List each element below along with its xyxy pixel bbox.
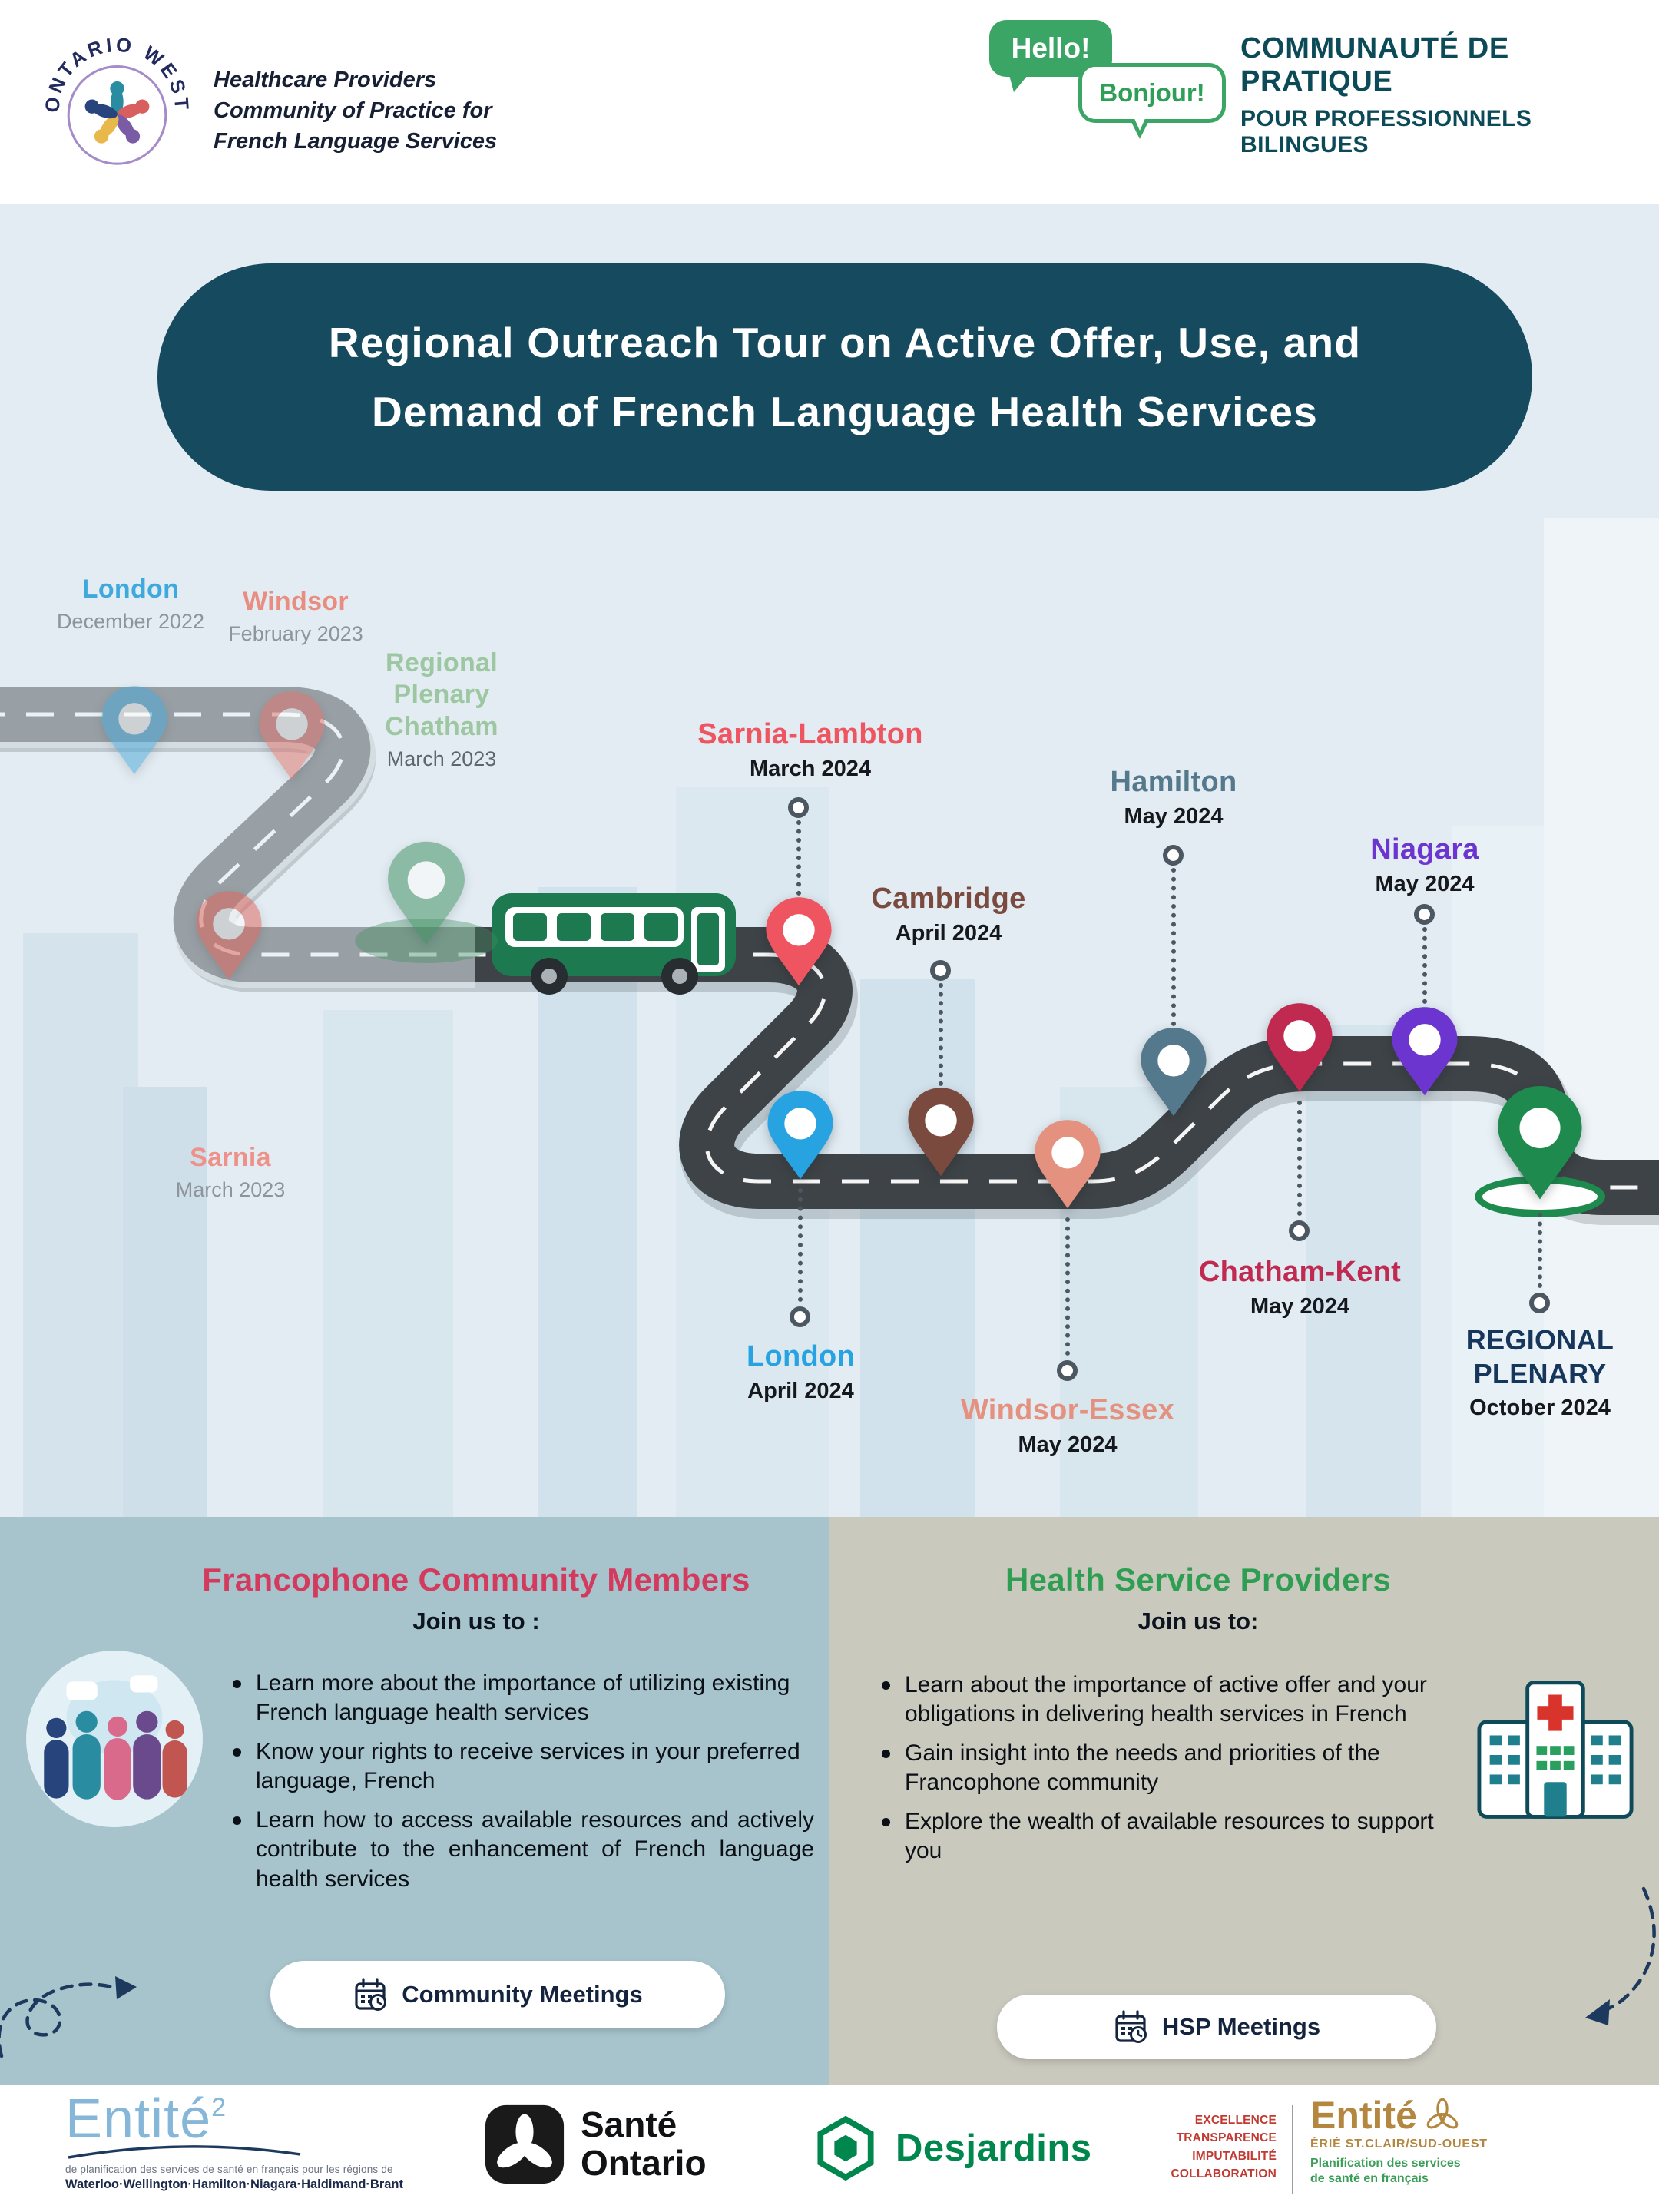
leader-dot: [1163, 845, 1184, 866]
map-pin-windsor-2023: [257, 690, 327, 782]
hsp-meetings-label: HSP Meetings: [1161, 2013, 1321, 2040]
footer-logos: Entité2 de planification des services de…: [0, 2085, 1659, 2212]
skyline-building: [23, 933, 138, 1517]
leader-dot: [930, 960, 951, 981]
brand-wordmark: COMMUNAUTÉ DE PRATIQUE POUR PROFESSIONNE…: [1240, 32, 1532, 157]
skyline-building: [323, 1010, 453, 1517]
map-pin-chatham-kent: [1264, 1002, 1335, 1094]
ontario-west-cop-logo-icon: ONTARIO WEST: [38, 9, 196, 194]
leader-dot: [1289, 1220, 1310, 1241]
leader-line: [1171, 868, 1176, 1026]
map-section: Regional Outreach Tour on Active Offer, …: [0, 204, 1659, 1517]
community-heading: Francophone Community Members: [202, 1561, 750, 1598]
esc-values: EXCELLENCE TRANSPARENCE IMPUTABILITÉ COL…: [1171, 2114, 1277, 2181]
stop-label-windsor-essex: Windsor-Essex May 2024: [960, 1394, 1175, 1458]
providers-bullet: Gain insight into the needs and prioriti…: [876, 1739, 1455, 1797]
poster-title-line2: Demand of French Language Health Service…: [371, 388, 1319, 435]
providers-subheading: Join us to:: [1137, 1608, 1259, 1634]
trillium-icon: [485, 2104, 565, 2184]
community-bullet: Learn more about the importance of utili…: [227, 1669, 814, 1727]
map-pin-niagara: [1389, 1005, 1460, 1098]
header: ONTARIO WEST Healthcare Providers Commun…: [0, 0, 1659, 204]
leader-line: [1538, 1213, 1542, 1288]
community-meetings-button[interactable]: Community Meetings: [270, 1961, 725, 2028]
org-name: Healthcare Providers Community of Practi…: [214, 68, 498, 154]
leader-dot: [790, 1306, 810, 1327]
stop-label-sarnia-lambton: Sarnia-Lambton March 2024: [697, 718, 923, 782]
leader-line: [1422, 927, 1427, 1004]
entite-esc-logo: Entité ÉRIÉ ST.CLAIR/SUD-OUEST Planifica…: [1310, 2094, 1488, 2185]
map-pin-cambridge: [906, 1086, 976, 1178]
stop-label-windsor-2023: Windsor February 2023: [228, 587, 363, 646]
hsp-meetings-button[interactable]: HSP Meetings: [997, 1995, 1436, 2059]
dashed-arrow-right: [1585, 1886, 1656, 2025]
providers-bullet: Explore the wealth of available resource…: [876, 1807, 1455, 1866]
calendar-icon: [355, 1978, 387, 2011]
sante-ontario-logo: Santé Ontario: [484, 2104, 707, 2185]
leader-line: [798, 1188, 803, 1302]
map-pin-sarnia-2023: [194, 889, 264, 982]
poster-title-line1: Regional Outreach Tour on Active Offer, …: [328, 319, 1362, 366]
leader-line: [1297, 1101, 1302, 1216]
trillium-outline-icon: [1426, 2098, 1459, 2129]
map-pin-london-2022: [99, 684, 170, 777]
stop-label-sarnia-2023: Sarnia March 2023: [175, 1143, 286, 1202]
desjardins-logo: Desjardins: [813, 2113, 1092, 2184]
entite2-logo: Entité2 de planification des services de…: [65, 2088, 404, 2191]
footer-divider: [1292, 2105, 1293, 2194]
providers-bullet: Learn about the importance of active off…: [876, 1671, 1455, 1729]
map-pin-london-2024: [765, 1089, 836, 1181]
map-pin-regional-plenary-chatham: [385, 839, 468, 947]
community-subheading: Join us to :: [412, 1608, 540, 1634]
providers-bullet-list: Learn about the importance of active off…: [876, 1671, 1455, 1876]
stop-label-london-2022: London December 2022: [56, 575, 205, 634]
calendar-icon: [1115, 2010, 1147, 2043]
stop-label-regional-plenary-2024: REGIONAL PLENARY October 2024: [1465, 1324, 1614, 1420]
map-pin-regional-plenary-2024: [1495, 1084, 1585, 1201]
map-pin-windsor-essex: [1032, 1118, 1103, 1210]
stop-label-niagara: Niagara May 2024: [1370, 833, 1479, 897]
leader-line: [939, 983, 943, 1086]
bonjour-speech-bubble: Bonjour!: [1078, 63, 1226, 139]
dashed-arrow-left: [0, 1976, 137, 2058]
stop-label-regional-plenary-chatham: Regional Plenary Chatham March 2023: [385, 648, 498, 771]
skyline-building: [538, 887, 637, 1517]
audience-section: Francophone Community Members Join us to…: [0, 1517, 1659, 2085]
leader-dot: [788, 797, 809, 818]
hexagon-icon: [817, 2115, 874, 2181]
hospital-icon: [1476, 1675, 1634, 1829]
community-meetings-label: Community Meetings: [402, 1981, 643, 2008]
providers-heading: Health Service Providers: [1005, 1561, 1392, 1598]
leader-line: [796, 820, 801, 896]
community-bullet: Know your rights to receive services in …: [227, 1737, 814, 1796]
leader-line: [1065, 1217, 1070, 1356]
stop-label-chatham-kent: Chatham-Kent May 2024: [1198, 1256, 1402, 1320]
community-bullet-list: Learn more about the importance of utili…: [227, 1669, 814, 1904]
map-pin-hamilton: [1138, 1026, 1209, 1118]
entite2-swoosh: [68, 2145, 301, 2159]
stop-label-cambridge: Cambridge April 2024: [871, 882, 1026, 946]
community-bullet: Learn how to access available resources …: [227, 1806, 814, 1893]
leader-dot: [1057, 1360, 1078, 1381]
map-pin-sarnia-lambton: [763, 896, 834, 988]
stop-label-hamilton: Hamilton May 2024: [1110, 766, 1237, 830]
stop-label-london-2024: London April 2024: [746, 1340, 856, 1404]
leader-dot: [1529, 1293, 1550, 1313]
community-illustration: [22, 1646, 207, 1832]
leader-dot: [1414, 904, 1435, 925]
poster-title-banner: Regional Outreach Tour on Active Offer, …: [157, 263, 1532, 491]
